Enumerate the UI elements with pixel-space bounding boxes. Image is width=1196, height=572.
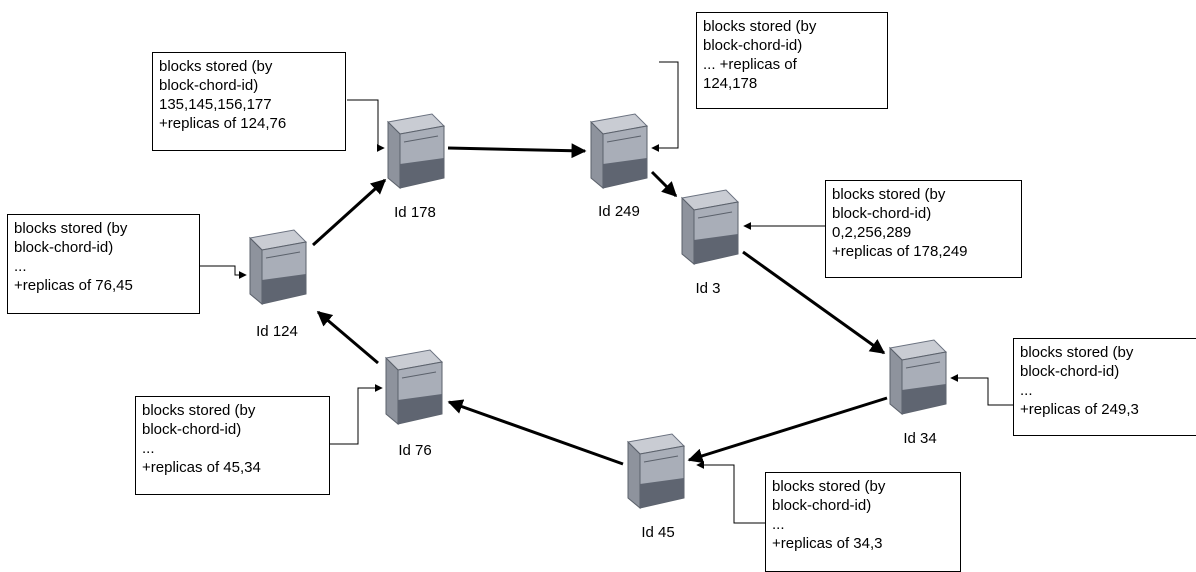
- node-label-178: Id 178: [394, 204, 436, 221]
- note-connectors: [200, 61, 1014, 524]
- note-line: +replicas of 249,3: [1020, 401, 1139, 418]
- server-icon[interactable]: [585, 112, 651, 192]
- node-label-249: Id 249: [598, 203, 640, 220]
- note-line: blocks stored (by: [703, 18, 817, 35]
- note-line: +replicas of 76,45: [14, 277, 133, 294]
- note-line: +replicas of 178,249: [832, 243, 968, 260]
- ring-edges: [311, 143, 888, 466]
- note-line: block-chord-id): [159, 77, 259, 94]
- server-icon[interactable]: [622, 432, 688, 512]
- connector-124: [200, 265, 247, 279]
- note-line: +replicas of 34,3: [772, 535, 883, 552]
- edge-45-76: [447, 399, 624, 466]
- edge-3-34: [742, 250, 886, 355]
- note-line: blocks stored (by: [772, 478, 886, 495]
- note-line: blocks stored (by: [14, 220, 128, 237]
- note-line: +replicas of 45,34: [142, 459, 261, 476]
- note-line: block-chord-id): [703, 37, 803, 54]
- note-line: block-chord-id): [832, 205, 932, 222]
- server-icon[interactable]: [884, 338, 950, 418]
- edge-178-249: [447, 143, 587, 159]
- node-label-45: Id 45: [641, 524, 675, 541]
- connector-76: [330, 384, 383, 445]
- node-label-34: Id 34: [903, 430, 937, 447]
- note-line: block-chord-id): [142, 421, 242, 438]
- node-label-3: Id 3: [695, 280, 721, 297]
- note-line: 0,2,256,289: [832, 224, 912, 241]
- node-label-124: Id 124: [256, 323, 298, 340]
- note-line: +replicas of 124,76: [159, 115, 287, 132]
- node-label-76: Id 76: [398, 442, 432, 459]
- note-line: 124,178: [703, 75, 758, 92]
- note-line: block-chord-id): [1020, 363, 1120, 380]
- edge-124-178: [311, 178, 387, 247]
- edge-249-3: [650, 170, 678, 198]
- note-line: ...: [772, 516, 785, 533]
- note-line: blocks stored (by: [142, 402, 256, 419]
- storage-note-249: blocks stored (by block-chord-id) ... +r…: [696, 12, 888, 109]
- storage-note-3: blocks stored (by block-chord-id) 0,2,25…: [825, 180, 1022, 278]
- server-icon[interactable]: [244, 228, 310, 308]
- server-icon[interactable]: [380, 348, 446, 428]
- connector-178: [347, 99, 385, 152]
- note-line: ...: [14, 258, 27, 275]
- connector-249: [651, 61, 679, 152]
- note-line: ...: [1020, 382, 1033, 399]
- edge-34-45: [687, 396, 888, 464]
- server-icon[interactable]: [382, 112, 448, 192]
- note-line: blocks stored (by: [159, 58, 273, 75]
- note-line: ... +replicas of: [703, 56, 797, 73]
- storage-note-178: blocks stored (by block-chord-id) 135,14…: [152, 52, 346, 151]
- storage-note-124: blocks stored (by block-chord-id) ... +r…: [7, 214, 200, 314]
- note-line: blocks stored (by: [1020, 344, 1134, 361]
- note-line: block-chord-id): [14, 239, 114, 256]
- note-line: blocks stored (by: [832, 186, 946, 203]
- note-line: 135,145,156,177: [159, 96, 272, 113]
- storage-note-34: blocks stored (by block-chord-id) ... +r…: [1013, 338, 1196, 436]
- edge-76-124: [316, 310, 379, 365]
- server-icon[interactable]: [676, 188, 742, 268]
- connector-34: [950, 374, 1014, 406]
- note-line: block-chord-id): [772, 497, 872, 514]
- storage-note-76: blocks stored (by block-chord-id) ... +r…: [135, 396, 330, 495]
- connector-45: [696, 461, 766, 524]
- note-line: ...: [142, 440, 155, 457]
- storage-note-45: blocks stored (by block-chord-id) ... +r…: [765, 472, 961, 572]
